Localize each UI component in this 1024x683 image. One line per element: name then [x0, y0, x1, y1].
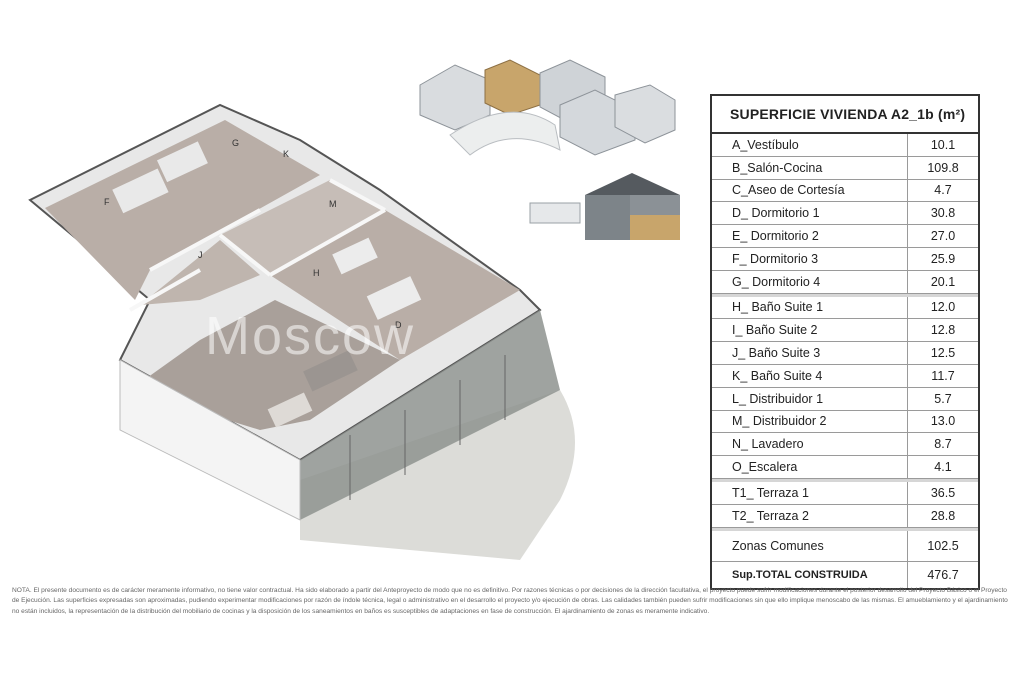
row-label: J_ Baño Suite 3 [712, 342, 908, 364]
table-row: Sup.TOTAL CONSTRUIDA 476.7 [712, 561, 978, 588]
row-label: B_Salón-Cocina [712, 156, 908, 179]
row-value: 28.8 [930, 508, 956, 523]
garden-area [300, 390, 575, 560]
table-row: Zonas Comunes 102.5 [712, 527, 978, 562]
row-label: Sup.TOTAL CONSTRUIDA [712, 561, 908, 588]
room-letter-k: K [283, 149, 289, 159]
room-letter-f: F [104, 197, 110, 207]
row-value: 5.7 [934, 391, 952, 406]
table-row: F_ Dormitorio 3 25.9 [712, 247, 978, 271]
floor-living [130, 300, 400, 430]
row-value: 4.7 [934, 183, 952, 198]
legal-note: NOTA. El presente documento es de caráct… [12, 587, 1008, 615]
glass-facade [300, 310, 560, 520]
table-row: D_ Dormitorio 1 30.8 [712, 202, 978, 226]
row-value: 8.7 [934, 437, 952, 452]
floor-upper-left [45, 120, 320, 300]
row-label: O_Escalera [712, 456, 908, 478]
table-row: J_ Baño Suite 3 12.5 [712, 342, 978, 365]
elevation-grey [585, 195, 630, 240]
row-value: 109.8 [927, 160, 959, 175]
row-value: 13.0 [930, 414, 956, 429]
bed [112, 168, 169, 214]
room-letter-g: G [232, 138, 239, 148]
floor-corridor [220, 180, 385, 275]
elevation-upper [630, 195, 680, 215]
row-label: G_ Dormitorio 4 [712, 270, 908, 293]
table-row: T2_ Terraza 2 28.8 [712, 504, 978, 528]
row-label: Zonas Comunes [712, 530, 908, 561]
row-label: E_ Dormitorio 2 [712, 225, 908, 247]
row-value: 12.8 [930, 323, 956, 338]
room-letter-d: D [395, 320, 402, 330]
row-label: L_ Distribuidor 1 [712, 387, 908, 410]
courtyard [449, 111, 561, 156]
sofa [303, 350, 358, 392]
row-value: 102.5 [927, 538, 959, 553]
row-value: 4.1 [934, 460, 952, 475]
white-wall-block [119, 359, 301, 521]
table-title: SUPERFICIE VIVIENDA A2_1b (m²) [712, 96, 978, 134]
bed [332, 237, 378, 275]
row-value: 12.5 [930, 346, 956, 361]
row-label: M_ Distribuidor 2 [712, 410, 908, 433]
row-value: 476.7 [927, 567, 959, 582]
row-label: F_ Dormitorio 3 [712, 247, 908, 270]
row-label: H_ Baño Suite 1 [712, 296, 908, 319]
elevation-gold [630, 215, 680, 240]
row-label: I_ Baño Suite 2 [712, 319, 908, 342]
row-value: 12.0 [930, 300, 956, 315]
table-row: H_ Baño Suite 1 12.0 [712, 293, 978, 320]
room-letter-h: H [313, 268, 320, 278]
surface-table: SUPERFICIE VIVIENDA A2_1b (m²) A_Vestíbu… [710, 94, 980, 590]
table-row: B_Salón-Cocina 109.8 [712, 156, 978, 180]
table-row: M_ Distribuidor 2 13.0 [712, 410, 978, 434]
building-aerial [614, 84, 676, 144]
table-row: G_ Dormitorio 4 20.1 [712, 270, 978, 294]
row-label: T2_ Terraza 2 [712, 504, 908, 527]
table-row: T1_ Terraza 1 36.5 [712, 478, 978, 505]
bed [366, 276, 422, 320]
row-label: D_ Dormitorio 1 [712, 202, 908, 225]
elevation-roof [585, 173, 680, 195]
table-row: O_Escalera 4.1 [712, 456, 978, 479]
row-label: K_ Baño Suite 4 [712, 364, 908, 387]
elevation-left-block [529, 202, 581, 224]
row-value: 20.1 [930, 274, 956, 289]
watermark-text: Moscow [205, 306, 416, 366]
table-row: K_ Baño Suite 4 11.7 [712, 364, 978, 388]
building-aerial [419, 64, 491, 131]
row-value: 10.1 [930, 137, 956, 152]
row-label: A_Vestíbulo [712, 134, 908, 156]
table [267, 392, 313, 428]
table-row: I_ Baño Suite 2 12.8 [712, 319, 978, 343]
row-label: N_ Lavadero [712, 433, 908, 456]
building-renders [419, 59, 680, 240]
row-value: 25.9 [930, 251, 956, 266]
bed [156, 141, 208, 183]
room-letter-m: M [329, 199, 337, 209]
room-letter-j: J [198, 250, 203, 260]
table-row: N_ Lavadero 8.7 [712, 433, 978, 457]
row-value: 30.8 [930, 206, 956, 221]
row-value: 36.5 [930, 485, 956, 500]
table-row: E_ Dormitorio 2 27.0 [712, 225, 978, 248]
row-label: T1_ Terraza 1 [712, 481, 908, 504]
row-value: 11.7 [931, 368, 955, 383]
table-row: L_ Distribuidor 1 5.7 [712, 387, 978, 411]
floor-plan-illustration: G K F M J H D [28, 103, 575, 560]
building-highlighted [484, 59, 541, 116]
row-label: C_Aseo de Cortesía [712, 179, 908, 202]
row-value: 27.0 [930, 229, 956, 244]
table-row: A_Vestíbulo 10.1 [712, 134, 978, 157]
table-row: C_Aseo de Cortesía 4.7 [712, 179, 978, 203]
